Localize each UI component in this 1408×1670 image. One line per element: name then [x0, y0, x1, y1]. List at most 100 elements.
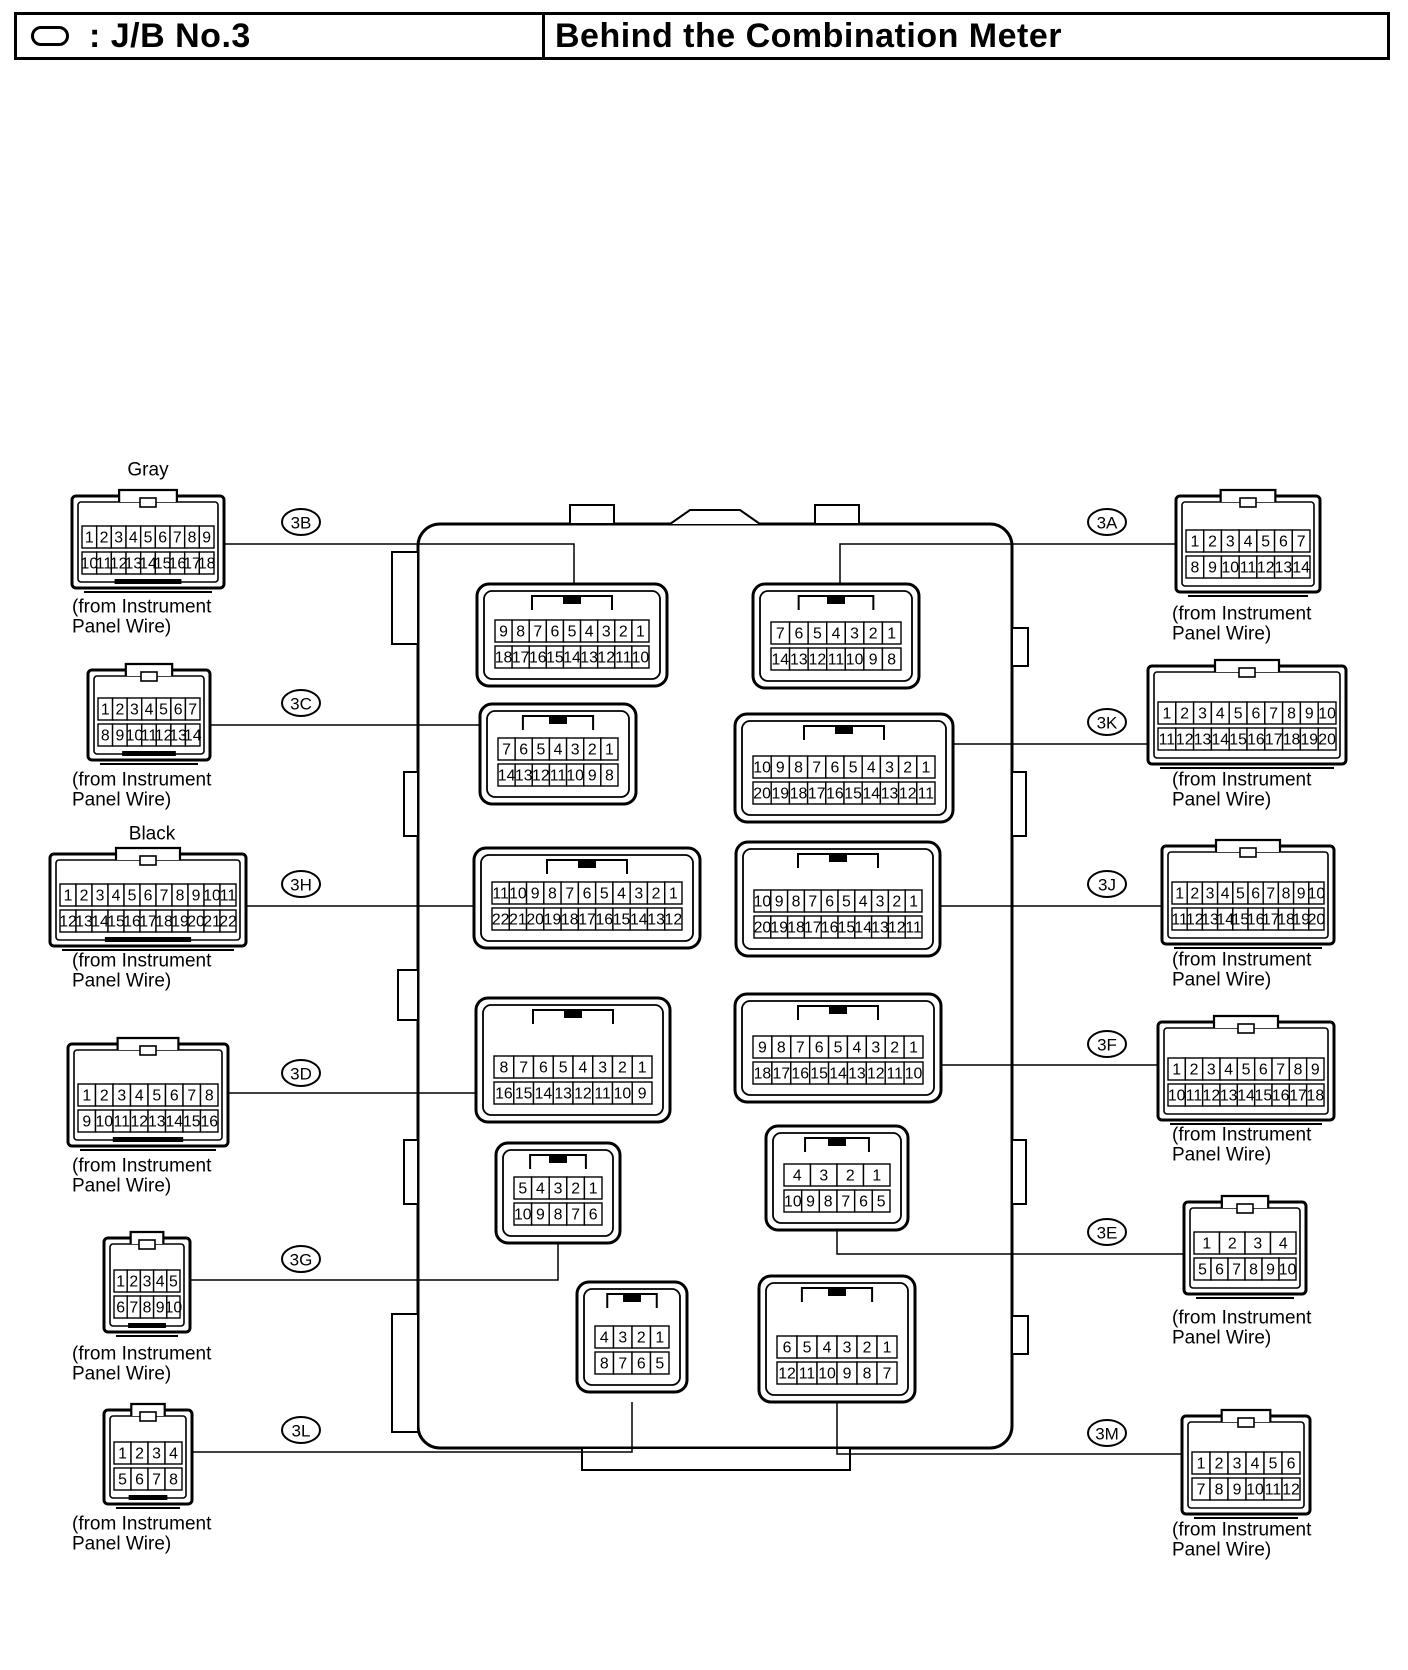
pin-number: 6: [144, 888, 153, 905]
callout-label: 3C: [290, 695, 312, 714]
latch-tab: [1237, 1023, 1255, 1034]
wire-line: [224, 543, 575, 584]
pin-number: 12: [1203, 1088, 1221, 1105]
pin-number: 6: [1287, 1456, 1296, 1473]
latch-tab: [1237, 1417, 1255, 1428]
pin-number: 8: [1294, 1062, 1303, 1079]
pin-cell: [199, 1083, 219, 1107]
pin-number: 6: [1251, 706, 1260, 723]
pin-number: 9: [776, 760, 785, 777]
pin-number: 11: [1171, 912, 1188, 929]
latch-tab: [139, 855, 157, 866]
pin-number: 11: [1240, 560, 1257, 577]
pin-cell: [166, 1295, 181, 1319]
pin-number: 11: [550, 768, 567, 785]
pin-number: 4: [867, 760, 876, 777]
pin-number: 17: [183, 556, 201, 573]
socket-inner: [741, 720, 947, 816]
pin-number: 13: [75, 914, 93, 931]
pin-number: 12: [59, 914, 77, 931]
pin-number: 7: [1266, 886, 1275, 903]
pin-number: 2: [1208, 534, 1217, 551]
pin-number: 5: [655, 1356, 664, 1373]
pin-number: 13: [881, 786, 899, 803]
pin-number: 14: [630, 912, 648, 929]
pin-number: 5: [842, 894, 851, 911]
right-side-tab: [1011, 1315, 1029, 1355]
pin-number: 4: [585, 624, 594, 641]
pin-number: 9: [202, 530, 211, 547]
right-side-tab: [1011, 627, 1029, 667]
pin-number: 11: [220, 888, 237, 905]
pin-number: 4: [1251, 1456, 1260, 1473]
wire-source-label: Panel Wire): [72, 1176, 171, 1197]
pin-number: 2: [652, 886, 661, 903]
pin-number: 12: [1186, 912, 1204, 929]
pin-number: 7: [173, 530, 182, 547]
pin-number: 2: [890, 1040, 899, 1057]
pin-number: 12: [532, 768, 550, 785]
callout-3a: 3A: [1087, 508, 1127, 536]
pin-number: 5: [568, 624, 577, 641]
socket-key: [835, 726, 853, 734]
pin-number: 11: [492, 886, 509, 903]
pin-cell: [600, 763, 619, 787]
title-bar: : J/B No.3 Behind the Combination Meter: [14, 12, 1390, 60]
pin-number: 15: [154, 556, 172, 573]
callout-label: 3H: [290, 876, 312, 895]
pin-number: 3: [143, 1274, 152, 1291]
callout-oval: [281, 689, 321, 717]
pin-number: 16: [495, 1086, 513, 1103]
pin-number: 11: [615, 650, 632, 667]
socket-key: [828, 1288, 846, 1296]
pin-number: 7: [1297, 534, 1306, 551]
pin-number: 9: [1305, 706, 1314, 723]
pin-number: 9: [806, 1194, 815, 1211]
latch-tab: [139, 1045, 157, 1056]
socket-inner: [483, 590, 661, 680]
pin-number: 2: [115, 702, 124, 719]
pin-cell: [631, 619, 650, 643]
latch-tab: [1239, 847, 1257, 858]
callout-oval: [1087, 1218, 1127, 1246]
left-side-tab: [403, 1139, 419, 1205]
pin-number: 4: [859, 894, 868, 911]
pin-number: 2: [903, 760, 912, 777]
pin-number: 9: [1233, 1482, 1242, 1499]
pin-number: 7: [776, 626, 785, 643]
callout-oval: [1087, 870, 1127, 898]
pin-cell: [1278, 1257, 1297, 1281]
latch-tab: [140, 671, 158, 682]
pin-number: 7: [812, 760, 821, 777]
pin-number: 12: [597, 650, 615, 667]
pin-number: 4: [617, 886, 626, 903]
pin-number: 8: [600, 1356, 609, 1373]
pin-number: 11: [1265, 1482, 1282, 1499]
pin-number: 10: [1308, 886, 1326, 903]
pin-number: 3: [634, 886, 643, 903]
pin-number: 2: [869, 626, 878, 643]
pin-number: 15: [844, 786, 862, 803]
socket-key: [564, 1010, 582, 1018]
pin-number: 1: [605, 742, 614, 759]
pin-number: 13: [848, 1066, 866, 1083]
key-slot: [112, 1137, 184, 1142]
wire-source-label: Panel Wire): [1172, 1328, 1271, 1349]
socket-inner: [480, 854, 694, 942]
left-side-tab: [391, 551, 419, 645]
callout-3f: 3F: [1087, 1030, 1127, 1058]
pin-number: 7: [187, 1088, 196, 1105]
callout-oval: [1087, 708, 1127, 736]
pin-number: 13: [169, 728, 187, 745]
pin-number: 3: [114, 530, 123, 547]
wire-source-label: Panel Wire): [72, 971, 171, 992]
wire-source-label: Panel Wire): [1172, 624, 1271, 645]
pin-number: 4: [823, 1340, 832, 1357]
pin-number: 11: [594, 1086, 611, 1103]
pin-number: 5: [834, 1040, 843, 1057]
pin-number: 10: [566, 768, 584, 785]
pin-number: 1: [669, 886, 678, 903]
socket-inner: [765, 1282, 909, 1396]
